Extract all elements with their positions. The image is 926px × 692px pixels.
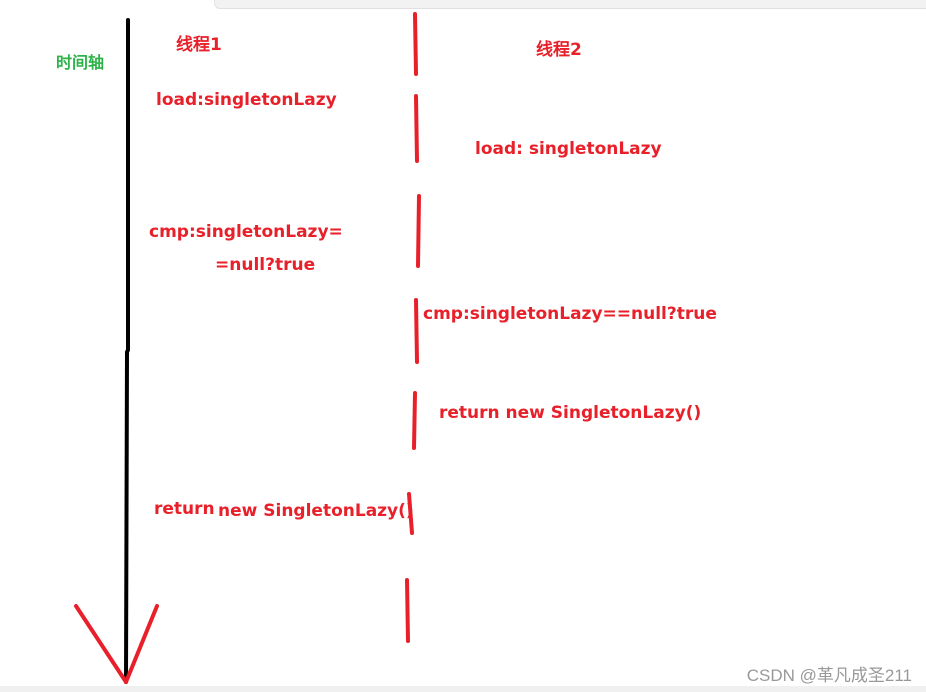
arrowhead-left-stroke: [74, 604, 128, 684]
top-toolbar-edge: [214, 0, 926, 9]
thread2-title: 线程2: [536, 40, 582, 60]
divider-dash: [414, 94, 419, 163]
thread1-return-expression: new SingletonLazy(): [218, 501, 414, 521]
timeline-axis-line: [124, 18, 130, 684]
axis-label: 时间轴: [56, 53, 105, 72]
thread1-return-keyword: return: [154, 499, 215, 519]
thread1-load-step: load:singletonLazy: [156, 90, 337, 110]
bottom-edge: [0, 686, 926, 692]
divider-dash: [405, 578, 410, 643]
thread1-cmp-step-line1: cmp:singletonLazy=: [149, 222, 343, 242]
divider-dash: [414, 298, 419, 364]
thread1-title: 线程1: [176, 35, 222, 55]
divider-dash: [412, 391, 417, 450]
divider-dash: [413, 12, 418, 76]
arrowhead-right-stroke: [124, 604, 159, 684]
timeline-arrowhead: [74, 604, 159, 684]
csdn-watermark: CSDN @革凡成圣211: [746, 666, 912, 685]
thread1-cmp-step-line2: =null?true: [215, 255, 316, 275]
timeline-axis: [124, 18, 130, 684]
thread2-return-step: return new SingletonLazy(): [439, 403, 702, 423]
thread2-load-step: load: singletonLazy: [475, 139, 662, 159]
thread-divider: [405, 12, 421, 643]
divider-dash: [407, 492, 414, 535]
thread2-cmp-step: cmp:singletonLazy==null?true: [423, 304, 717, 324]
divider-dash: [416, 194, 421, 268]
